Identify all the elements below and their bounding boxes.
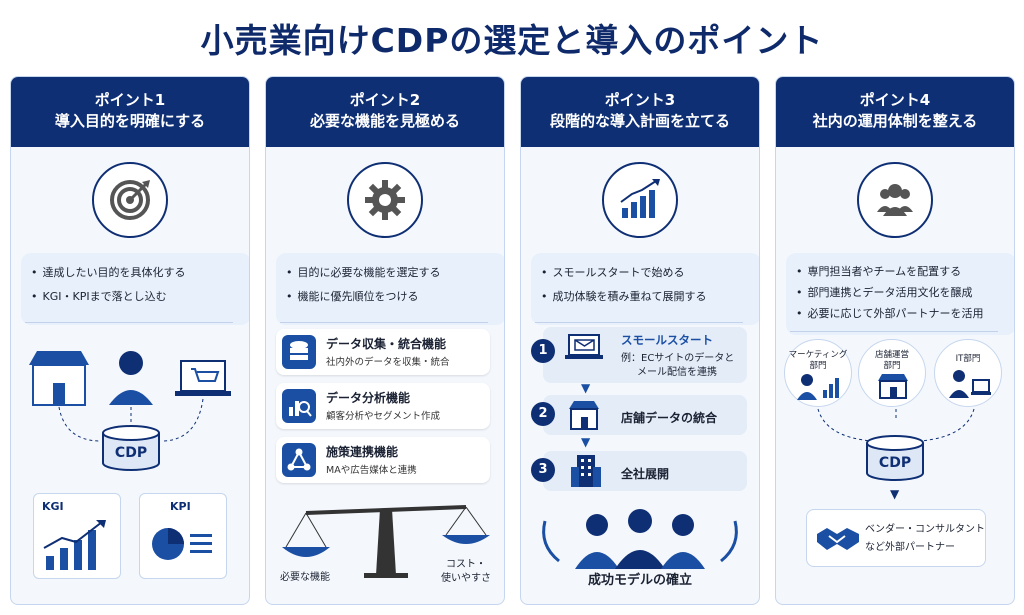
step-title: スモールスタート bbox=[621, 333, 713, 347]
step-number: 2 bbox=[531, 402, 555, 426]
bullet-item: スモールスタートで始める bbox=[541, 261, 755, 285]
feature-card: データ収集・統合機能 社内外のデータを収集・統合 bbox=[276, 329, 490, 375]
kpi-box: KPI bbox=[139, 493, 227, 579]
bullet-list: 目的に必要な機能を選定する 機能に優先順位をつける bbox=[276, 253, 504, 325]
partner-label-1: ベンダー・コンサルタント bbox=[865, 524, 985, 535]
network-icon bbox=[282, 443, 316, 477]
store-person-laptop-illustration bbox=[29, 351, 231, 442]
feature-title: データ分析機能 bbox=[326, 391, 411, 405]
step-title: 店舗データの統合 bbox=[621, 411, 718, 425]
dept-marketing: マーケティング 部門 bbox=[784, 339, 852, 407]
bullet-list: 専門担当者やチームを配置する 部門連携とデータ活用文化を醸成 必要に応じて外部パ… bbox=[786, 253, 1014, 335]
arrow-down-icon: ▼ bbox=[581, 381, 591, 395]
card-header: ポイント1 導入目的を明確にする bbox=[11, 77, 249, 147]
dept-label: 部門 bbox=[883, 361, 901, 371]
pie-chart-icon bbox=[152, 528, 212, 560]
card-header: ポイント4 社内の運用体制を整える bbox=[776, 77, 1014, 147]
success-label: 成功モデルの確立 bbox=[587, 573, 692, 588]
partner-label-2: など外部パートナー bbox=[865, 542, 955, 553]
handshake-icon bbox=[817, 528, 859, 550]
point-card-2: ポイント2 必要な機能を見極める 目的に必要な機能を選定する 機能に優先順位をつ… bbox=[265, 76, 505, 605]
cdp-label: CDP bbox=[114, 445, 148, 461]
person-laptop-icon bbox=[949, 370, 991, 398]
bullet-item: 部門連携とデータ活用文化を醸成 bbox=[796, 282, 1010, 303]
feature-title: 施策連携機能 bbox=[326, 445, 399, 459]
feature-desc: 社内外のデータを収集・統合 bbox=[326, 357, 450, 368]
dept-it: IT部門 bbox=[934, 339, 1002, 407]
dept-store-ops: 店舗運営 部門 bbox=[858, 339, 926, 407]
step-number: 1 bbox=[531, 339, 555, 363]
feature-desc: 顧客分析やセグメント作成 bbox=[326, 411, 441, 422]
feature-title: データ収集・統合機能 bbox=[326, 337, 447, 351]
divider bbox=[25, 322, 233, 323]
bullet-item: 機能に優先順位をつける bbox=[286, 285, 500, 309]
step-desc-2: メール配信を連携 bbox=[637, 367, 717, 378]
bullet-item: KGI・KPIまで落とし込む bbox=[31, 285, 245, 309]
bullet-item: 達成したい目的を具体化する bbox=[31, 261, 245, 285]
point-heading: 社内の運用体制を整える bbox=[812, 112, 978, 130]
bullet-list: スモールスタートで始める 成功体験を積み重ねて展開する bbox=[531, 253, 759, 325]
database-icon bbox=[282, 335, 316, 369]
point-number: ポイント3 bbox=[604, 91, 676, 109]
scale-right-label-2: 使いやすさ bbox=[441, 573, 491, 584]
building-icon bbox=[571, 455, 601, 487]
laptop-mail-icon bbox=[565, 334, 603, 359]
scale-right-label-1: コスト・ bbox=[446, 559, 486, 570]
point-heading: 段階的な導入計画を立てる bbox=[549, 112, 730, 130]
feature-desc: MAや広告媒体と連携 bbox=[326, 465, 417, 476]
cdp-database-icon: CDP bbox=[101, 425, 161, 471]
bullet-item: 必要に応じて外部パートナーを活用 bbox=[796, 303, 1010, 324]
arrow-down-icon: ▼ bbox=[581, 435, 591, 449]
point-number: ポイント1 bbox=[94, 91, 166, 109]
kgi-label: KGI bbox=[42, 500, 64, 513]
balance-scale-icon bbox=[282, 505, 490, 578]
divider bbox=[280, 322, 488, 323]
feature-card: データ分析機能 顧客分析やセグメント作成 bbox=[276, 383, 490, 429]
step-number: 3 bbox=[531, 458, 555, 482]
divider bbox=[790, 331, 998, 332]
card-header: ポイント2 必要な機能を見極める bbox=[266, 77, 504, 147]
point-card-3: ポイント3 段階的な導入計画を立てる スモールスタートで始める 成功体験を積み重… bbox=[520, 76, 760, 605]
dept-label: マーケティング bbox=[788, 350, 848, 360]
bullet-list: 達成したい目的を具体化する KGI・KPIまで落とし込む bbox=[21, 253, 249, 325]
growth-chart-icon bbox=[602, 162, 678, 238]
step-desc-1: 例：ECサイトのデータと bbox=[621, 353, 735, 364]
dept-label: IT部門 bbox=[955, 354, 981, 364]
success-team-illustration bbox=[542, 509, 738, 569]
connector-lines bbox=[817, 408, 975, 442]
point-number: ポイント2 bbox=[349, 91, 421, 109]
bullet-item: 目的に必要な機能を選定する bbox=[286, 261, 500, 285]
team-icon bbox=[857, 162, 933, 238]
store-icon bbox=[878, 374, 908, 399]
page-title: 小売業向けCDPの選定と導入のポイント bbox=[200, 21, 824, 60]
dept-label: 部門 bbox=[809, 361, 827, 371]
scale-left-label: 必要な機能 bbox=[280, 572, 330, 583]
card-header: ポイント3 段階的な導入計画を立てる bbox=[521, 77, 759, 147]
divider bbox=[535, 322, 743, 323]
feature-card: 施策連携機能 MAや広告媒体と連携 bbox=[276, 437, 490, 483]
cdp-label: CDP bbox=[878, 455, 912, 471]
point-number: ポイント4 bbox=[859, 91, 931, 109]
bullet-item: 専門担当者やチームを配置する bbox=[796, 261, 1010, 282]
bar-chart-up-icon bbox=[43, 520, 106, 570]
partner-box: ベンダー・コンサルタント など外部パートナー bbox=[806, 509, 986, 567]
arrow-down-icon: ▼ bbox=[890, 487, 900, 501]
point-card-1: ポイント1 導入目的を明確にする 達成したい目的を具体化する KGI・KPIまで… bbox=[10, 76, 250, 605]
cdp-database-icon: CDP bbox=[865, 435, 925, 481]
step-title: 全社展開 bbox=[621, 467, 670, 481]
point-card-4: ポイント4 社内の運用体制を整える 専門担当者やチームを配置する 部門連携とデー… bbox=[775, 76, 1015, 605]
dept-label: 店舗運営 bbox=[874, 350, 909, 360]
target-icon bbox=[92, 162, 168, 238]
store-icon bbox=[569, 401, 599, 430]
kgi-box: KGI bbox=[33, 493, 121, 579]
point-heading: 導入目的を明確にする bbox=[54, 112, 206, 130]
point-heading: 必要な機能を見極める bbox=[309, 112, 460, 130]
gear-icon bbox=[347, 162, 423, 238]
person-chart-icon bbox=[797, 374, 839, 400]
kpi-label: KPI bbox=[170, 500, 191, 513]
analysis-icon bbox=[282, 389, 316, 423]
bullet-item: 成功体験を積み重ねて展開する bbox=[541, 285, 755, 309]
